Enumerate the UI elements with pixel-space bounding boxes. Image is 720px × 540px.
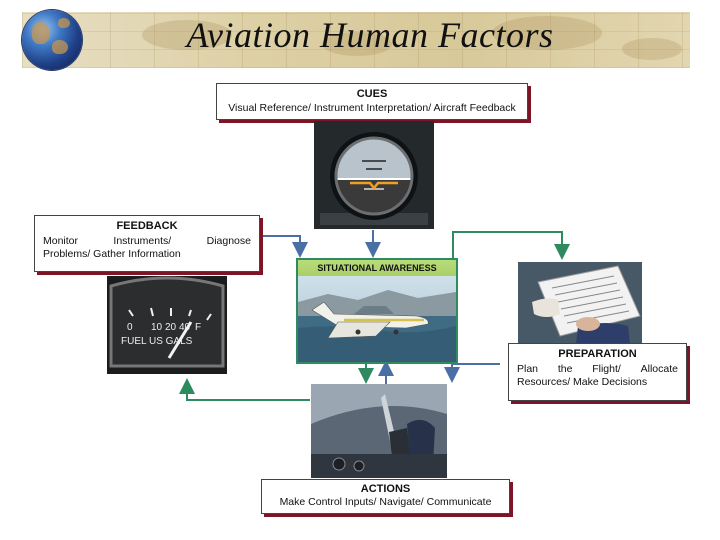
arrow-actions-to-feedback [179,378,310,401]
feedback-word: Diagnose [206,235,251,247]
arrow-preparation-to-actions [444,363,500,383]
actions-heading: ACTIONS [360,483,411,495]
situational-awareness-panel: SITUATIONAL AWARENESS [296,258,458,364]
preparation-box: PREPARATION Plan the Flight/ Allocate Re… [508,343,687,401]
preparation-word: the [557,363,573,375]
fuel-scale-label: 40 [179,322,191,333]
cues-heading: CUES [356,88,388,100]
feedback-word: Instruments/ [113,235,172,247]
feedback-text-line2: Problems/ Gather Information [43,248,181,260]
globe-icon [22,10,82,70]
fuel-scale-label: 10 [151,322,163,333]
preparation-word: Flight/ [592,363,621,375]
title-banner [22,12,690,68]
airplane-photo [298,276,456,362]
fuel-gauge-photo: 0 10 20 40 F FUEL US GALS [107,276,227,374]
preparation-heading: PREPARATION [558,348,637,360]
preparation-word: Allocate [640,363,678,375]
feedback-word: Monitor [43,235,79,247]
feedback-box: FEEDBACK Monitor Instruments/ Diagnose P… [34,215,260,272]
cues-box: CUES Visual Reference/ Instrument Interp… [216,83,528,120]
arrow-feedback-to-awareness [260,235,308,258]
fuel-scale-label: 0 [127,322,133,333]
flight-planning-photo [518,262,642,344]
cues-text: Visual Reference/ Instrument Interpretat… [228,102,516,114]
feedback-heading: FEEDBACK [116,220,178,232]
fuel-scale-label: 20 [165,322,177,333]
attitude-indicator-photo [314,121,434,229]
page-title: Aviation Human Factors [186,15,554,55]
preparation-word: Plan [517,363,539,375]
actions-box: ACTIONS Make Control Inputs/ Navigate/ C… [261,479,510,514]
situational-awareness-heading: SITUATIONAL AWARENESS [298,260,456,276]
fuel-gauge-label: FUEL US GALS [121,336,193,347]
actions-text: Make Control Inputs/ Navigate/ Communica… [279,496,492,508]
cockpit-controls-photo [311,384,447,478]
preparation-text-line2: Resources/ Make Decisions [517,376,648,388]
fuel-scale-label: F [195,322,201,333]
arrow-awareness-to-preparation [452,231,570,260]
